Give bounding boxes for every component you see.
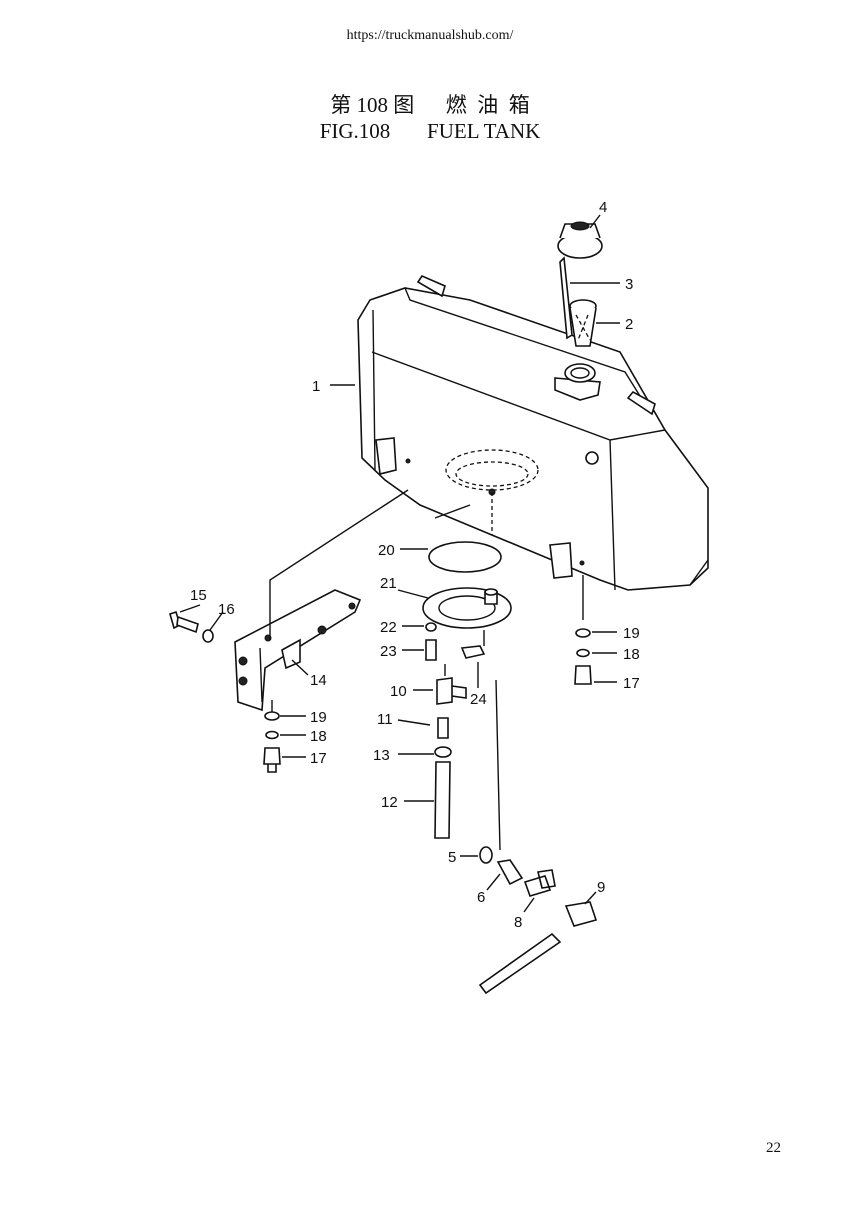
gasket-ring [428,541,502,573]
callout-23: 23 [380,643,397,660]
callout-16: 16 [218,601,235,618]
callout-5: 5 [448,849,456,866]
tee-8 [523,869,556,897]
callout-17-right: 17 [623,675,640,692]
callout-18-left: 18 [310,728,327,745]
o-ring-5 [479,846,493,864]
callout-8: 8 [514,914,522,931]
fuel-strainer [569,299,597,347]
callout-12: 12 [381,794,398,811]
washer-18-right [576,648,590,658]
figure-title: 第 108 图 燃 油 箱 FIG.108 FUEL TANK [0,92,860,144]
source-url[interactable]: https://truckmanualshub.com/ [346,28,514,43]
callout-4: 4 [599,199,607,216]
callout-2: 2 [625,316,633,333]
callout-18-right: 18 [623,646,640,663]
callout-19-right: 19 [623,625,640,642]
washer-18-left [265,730,279,740]
sender-plate [422,587,512,629]
callout-15: 15 [190,587,207,604]
callout-21: 21 [380,575,397,592]
callout-20: 20 [378,542,395,559]
callout-10: 10 [390,683,407,700]
washer-19-left [264,711,280,721]
clamp-13 [434,746,452,758]
mounting-bracket [234,589,362,712]
nipple-11 [437,717,449,739]
callout-9: 9 [597,879,605,896]
title-english: FIG.108 FUEL TANK [319,119,541,143]
callout-13: 13 [373,747,390,764]
callout-17-left: 17 [310,750,327,767]
fuel-pipe [478,932,562,995]
callout-24: 24 [470,691,487,708]
gauge-stick [559,256,573,340]
callout-leaders [179,214,620,913]
callout-1: 1 [312,378,320,395]
callout-14: 14 [310,672,327,689]
connector-6 [496,859,524,886]
washer-19-right [575,628,591,638]
callout-11: 11 [377,711,393,728]
callout-22: 22 [380,619,397,636]
bolt-17-right [574,665,592,685]
callout-19-left: 19 [310,709,327,726]
washer-22 [425,622,437,632]
callout-6: 6 [477,889,485,906]
filler-cap [557,221,603,259]
tee-10 [436,677,467,705]
pipe-12 [434,761,451,839]
page-number: 22 [766,1140,781,1156]
screw-23 [425,639,437,661]
bolt-17-left [263,747,281,773]
washer-16 [202,629,214,643]
callout-labels: 1 2 3 4 5 6 8 9 10 11 12 13 14 15 16 17 … [190,199,640,931]
fitting-9 [564,901,598,927]
bolt-15 [169,610,199,634]
fuel-tank-body [357,274,709,591]
title-chinese: 第 108 图 燃 油 箱 [330,93,530,117]
fitting-24 [460,645,486,659]
callout-3: 3 [625,276,633,293]
